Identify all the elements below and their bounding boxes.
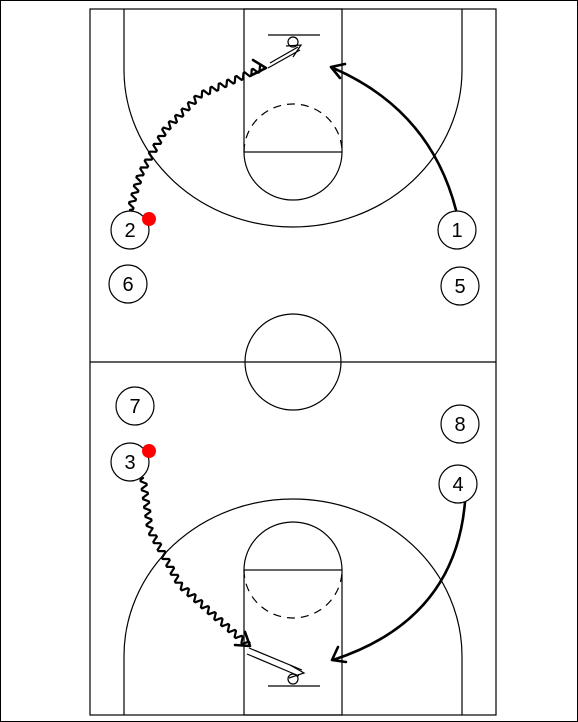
player-2: 2 [110,210,150,250]
cut-path-player-4 [331,500,467,662]
player-circle [110,442,150,482]
free-throw-circle-bottom-solid [243,521,343,571]
movement-layer [127,44,467,679]
key-top [243,8,343,153]
free-throw-circle-top-dashed [243,103,343,153]
three-point-line-bottom [123,498,463,715]
center-circle [244,313,342,411]
player-number: 1 [451,220,462,242]
player-4: 4 [438,464,478,504]
player-6: 6 [108,264,148,304]
ball-player-3 [142,444,156,458]
dribble-path-player-3 [139,476,251,645]
ball-player-2 [142,212,156,226]
pass-arrowhead-top [285,44,303,58]
cut-arrowhead-player-1 [329,62,347,80]
player-7: 7 [115,386,155,426]
free-throw-circle-top-solid [243,151,343,201]
pass-arrowhead-bottom [288,664,306,679]
dribble-path-player-2 [127,64,262,212]
basket-top [287,36,299,48]
player-number: 7 [129,396,140,418]
player-number: 3 [124,452,135,474]
player-circle [110,210,150,250]
player-circle [440,266,480,306]
player-number: 6 [122,274,133,296]
player-circle [440,404,480,444]
player-number: 4 [452,474,463,496]
free-throw-circle-bottom-dashed [243,569,343,619]
player-circle [108,264,148,304]
cut-arrowhead-player-4 [330,645,348,664]
dribble-arrowhead-player-3 [233,630,252,648]
dribble-arrowhead-player-2 [250,58,268,77]
player-1: 1 [437,210,477,250]
ball-layer [142,212,156,458]
player-circle [437,210,477,250]
player-5: 5 [440,266,480,306]
player-layer: 1 2 3 4 5 6 7 8 [108,210,480,504]
player-number: 2 [124,220,135,242]
cut-path-player-1 [331,66,458,212]
player-number: 8 [454,414,465,436]
player-8: 8 [440,404,480,444]
player-3: 3 [110,442,150,482]
player-circle [115,386,155,426]
player-number: 5 [454,276,465,298]
pass-lines-top [267,46,301,69]
three-point-line-top [123,9,463,228]
player-circle [438,464,478,504]
